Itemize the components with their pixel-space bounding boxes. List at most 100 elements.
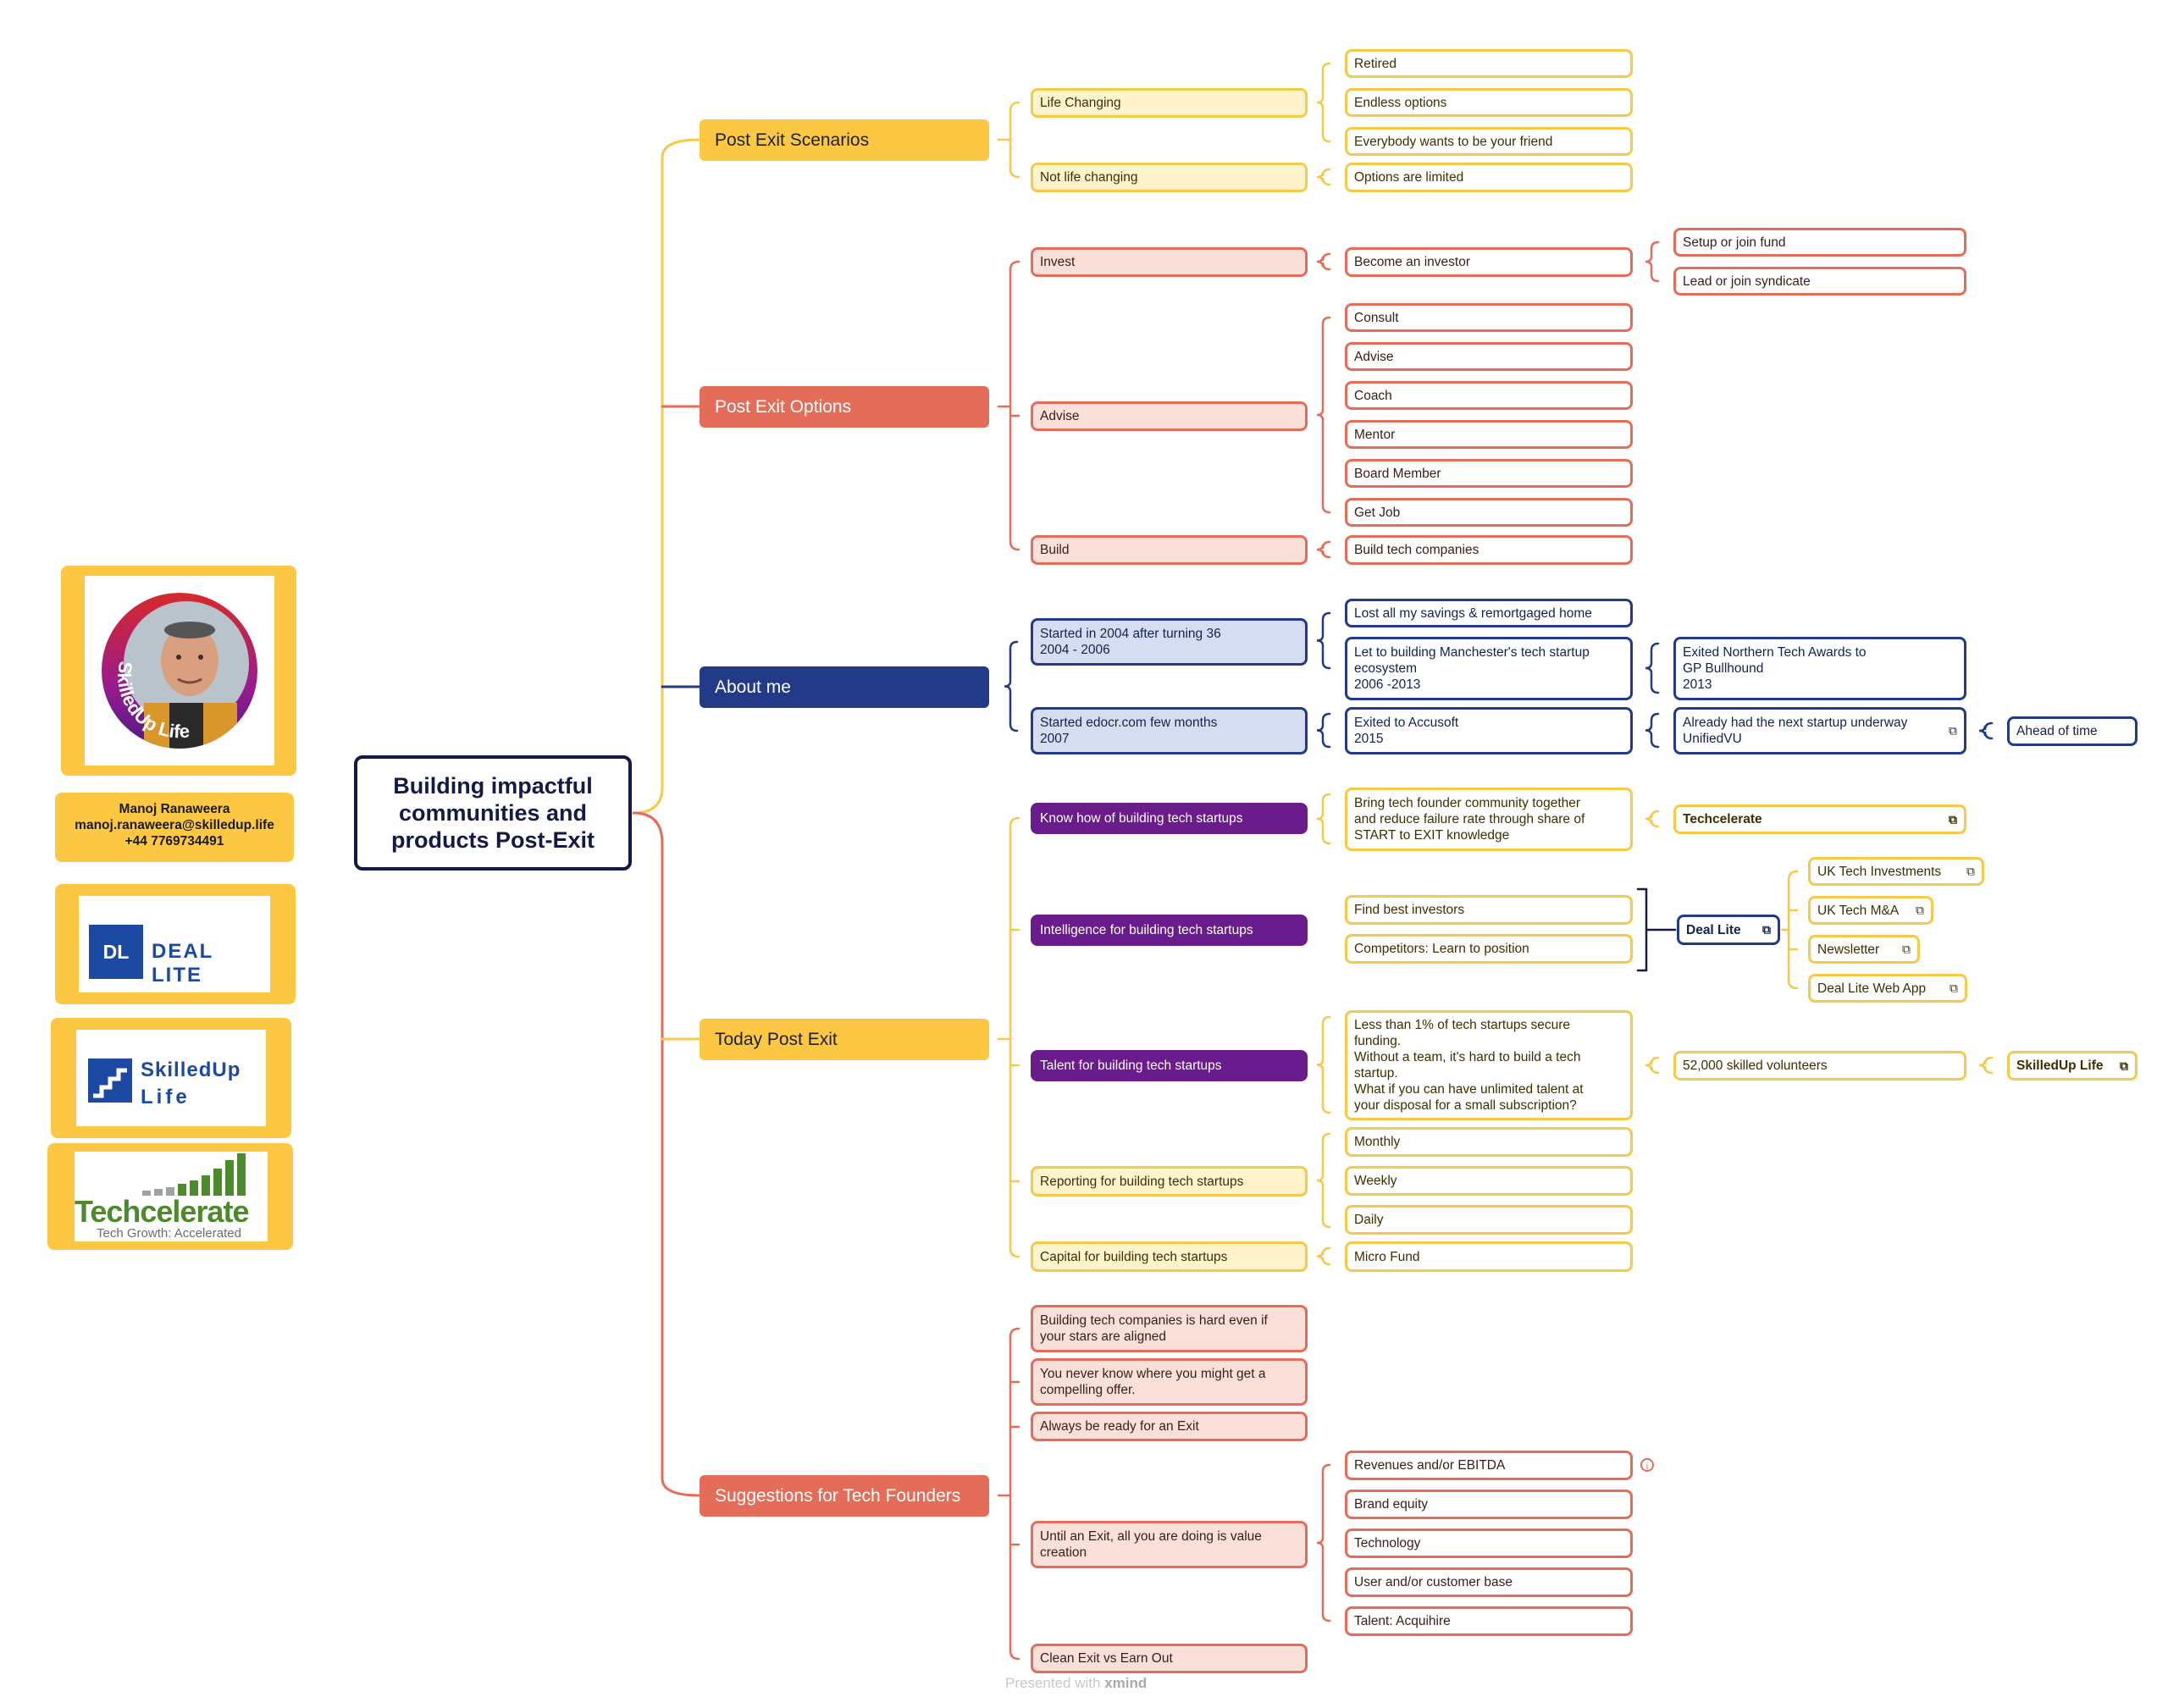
footer-brand: xmind xyxy=(1104,1675,1148,1691)
node-started-in-2004[interactable]: Started in 2004 after turning 36 2004 - … xyxy=(1031,618,1308,666)
node-life-changing[interactable]: Life Changing xyxy=(1031,88,1308,118)
node-reporting[interactable]: Reporting for building tech startups xyxy=(1031,1166,1308,1197)
node-manchester-tech-ecosystem[interactable]: Let to building Manchester's tech startu… xyxy=(1345,637,1633,700)
trunk-upper xyxy=(632,138,701,815)
node-started-edocr[interactable]: Started edocr.com few months 2007 xyxy=(1031,707,1308,755)
node-52000-skilled-volunteers[interactable]: 52,000 skilled volunteers xyxy=(1673,1051,1966,1081)
deal-lite-logo-text: DEAL LITE xyxy=(152,940,213,987)
topic-suggestions-for-tech-founders[interactable]: Suggestions for Tech Founders xyxy=(700,1475,989,1517)
node-talent[interactable]: Talent for building tech startups xyxy=(1031,1050,1308,1081)
node-find-best-investors[interactable]: Find best investors xyxy=(1345,895,1633,925)
node-technology[interactable]: Technology xyxy=(1345,1528,1633,1558)
external-link-icon[interactable]: ⧉ xyxy=(1950,981,1958,995)
node-talent-description[interactable]: Less than 1% of tech startups secure fun… xyxy=(1345,1010,1633,1120)
node-next-startup-unifiedvu[interactable]: Already had the next startup underway Un… xyxy=(1673,707,1966,755)
brace-connector xyxy=(1316,316,1331,514)
external-link-icon[interactable]: ⧉ xyxy=(2120,1059,2128,1072)
node-life-changing-label: Life Changing xyxy=(1040,96,1121,110)
node-techcelerate-link[interactable]: Techcelerate⧉ xyxy=(1673,804,1966,834)
branch-spine xyxy=(1009,260,1020,551)
external-link-icon[interactable]: ⧉ xyxy=(1949,723,1957,738)
node-value-creation[interactable]: Until an Exit, all you are doing is valu… xyxy=(1031,1521,1308,1568)
node-build[interactable]: Build xyxy=(1031,535,1308,565)
external-link-icon[interactable]: ⧉ xyxy=(1949,812,1957,826)
contact-email[interactable]: manoj.ranaweera@skilledup.life xyxy=(75,818,274,832)
node-build-tech-companies-label: Build tech companies xyxy=(1354,543,1479,557)
node-capital-label: Capital for building tech startups xyxy=(1040,1249,1228,1264)
brace-connector xyxy=(1316,1246,1331,1266)
node-advise[interactable]: Advise xyxy=(1031,401,1308,431)
node-user-customer-base-label: User and/or customer base xyxy=(1354,1575,1513,1589)
node-advise-item[interactable]: Advise xyxy=(1345,342,1633,371)
brace-connector xyxy=(1316,1463,1331,1622)
node-intelligence[interactable]: Intelligence for building tech startups xyxy=(1031,915,1308,946)
node-mentor[interactable]: Mentor xyxy=(1345,420,1633,449)
node-everybody-wants-to-be-your-friend[interactable]: Everybody wants to be your friend xyxy=(1345,127,1633,156)
node-deal-lite-web-app[interactable]: Deal Lite Web App⧉ xyxy=(1808,974,1967,1003)
topic-post-exit-scenarios[interactable]: Post Exit Scenarios xyxy=(700,119,989,161)
external-link-icon[interactable]: ⧉ xyxy=(1916,903,1924,917)
brace-connector xyxy=(1316,611,1331,670)
node-endless-options[interactable]: Endless options xyxy=(1345,88,1633,117)
node-compelling-offer[interactable]: You never know where you might get a com… xyxy=(1031,1358,1308,1406)
node-build-tech-companies[interactable]: Build tech companies xyxy=(1345,535,1633,565)
node-deal-lite-link[interactable]: Deal Lite⧉ xyxy=(1677,915,1780,945)
info-icon[interactable]: i xyxy=(1640,1458,1654,1472)
node-become-an-investor[interactable]: Become an investor xyxy=(1345,247,1633,277)
node-user-customer-base[interactable]: User and/or customer base xyxy=(1345,1567,1633,1597)
node-exited-northern-tech-awards[interactable]: Exited Northern Tech Awards to GP Bullho… xyxy=(1673,637,1966,700)
node-know-how[interactable]: Know how of building tech startups xyxy=(1031,803,1308,834)
trunk-lower xyxy=(632,811,701,1497)
node-skilledup-life-link[interactable]: SkilledUp Life⧉ xyxy=(2007,1051,2138,1081)
node-invest[interactable]: Invest xyxy=(1031,247,1308,277)
node-exited-to-accusoft[interactable]: Exited to Accusoft 2015 xyxy=(1345,707,1633,755)
node-weekly[interactable]: Weekly xyxy=(1345,1166,1633,1196)
topic-about-me[interactable]: About me xyxy=(700,666,989,708)
techcelerate-logo-card: Techcelerate Tech Growth: Accelerated xyxy=(47,1143,293,1250)
node-lost-all-my-savings[interactable]: Lost all my savings & remortgaged home xyxy=(1345,599,1633,627)
node-capital[interactable]: Capital for building tech startups xyxy=(1031,1241,1308,1272)
node-invest-label: Invest xyxy=(1040,255,1076,269)
topic-post-exit-options[interactable]: Post Exit Options xyxy=(700,386,989,428)
node-technology-label: Technology xyxy=(1354,1536,1421,1550)
node-revenues-ebitda[interactable]: Revenues and/or EBITDA xyxy=(1345,1451,1633,1480)
external-link-icon[interactable]: ⧉ xyxy=(1762,922,1771,937)
node-competitors[interactable]: Competitors: Learn to position xyxy=(1345,934,1633,964)
node-compelling-offer-label: You never know where you might get a com… xyxy=(1040,1367,1266,1397)
node-board-member[interactable]: Board Member xyxy=(1345,459,1633,488)
techcelerate-logo-text: Techcelerate xyxy=(75,1194,249,1229)
brace-connector xyxy=(1645,810,1660,828)
node-get-job[interactable]: Get Job xyxy=(1345,498,1633,527)
node-be-ready-for-exit-label: Always be ready for an Exit xyxy=(1040,1419,1199,1434)
node-micro-fund[interactable]: Micro Fund xyxy=(1345,1241,1633,1272)
node-exited-to-accusoft-label: Exited to Accusoft 2015 xyxy=(1354,716,1459,746)
node-uk-tech-ma[interactable]: UK Tech M&A⧉ xyxy=(1808,896,1933,925)
node-building-is-hard[interactable]: Building tech companies is hard even if … xyxy=(1031,1305,1308,1352)
central-topic[interactable]: Building impactful communities and produ… xyxy=(354,755,632,871)
node-brand-equity[interactable]: Brand equity xyxy=(1345,1490,1633,1519)
node-talent-acquihire[interactable]: Talent: Acquihire xyxy=(1345,1606,1633,1636)
node-retired[interactable]: Retired xyxy=(1345,49,1633,78)
node-bring-tech-founder-community[interactable]: Bring tech founder community together an… xyxy=(1345,788,1633,851)
node-consult[interactable]: Consult xyxy=(1345,303,1633,332)
node-uk-tech-investments[interactable]: UK Tech Investments⧉ xyxy=(1808,857,1984,886)
node-be-ready-for-exit[interactable]: Always be ready for an Exit xyxy=(1031,1412,1308,1441)
node-daily[interactable]: Daily xyxy=(1345,1205,1633,1235)
footer-credit: Presented with xmind xyxy=(1005,1675,1147,1692)
node-coach[interactable]: Coach xyxy=(1345,381,1633,410)
node-intelligence-label: Intelligence for building tech startups xyxy=(1040,923,1253,937)
node-weekly-label: Weekly xyxy=(1354,1174,1397,1188)
external-link-icon[interactable]: ⧉ xyxy=(1966,864,1975,878)
external-link-icon[interactable]: ⧉ xyxy=(1902,942,1911,956)
node-newsletter[interactable]: Newsletter⧉ xyxy=(1808,935,1920,964)
node-clean-exit-vs-earn-out[interactable]: Clean Exit vs Earn Out xyxy=(1031,1644,1308,1673)
node-ahead-of-time[interactable]: Ahead of time xyxy=(2007,716,2138,746)
node-lead-or-join-syndicate[interactable]: Lead or join syndicate xyxy=(1673,267,1966,296)
footer-prefix: Presented with xyxy=(1005,1675,1101,1691)
node-become-an-investor-label: Become an investor xyxy=(1354,255,1470,269)
topic-today-post-exit[interactable]: Today Post Exit xyxy=(700,1019,989,1060)
node-options-are-limited[interactable]: Options are limited xyxy=(1345,163,1633,192)
node-setup-or-join-fund[interactable]: Setup or join fund xyxy=(1673,228,1966,257)
node-not-life-changing[interactable]: Not life changing xyxy=(1031,163,1308,192)
node-monthly[interactable]: Monthly xyxy=(1345,1127,1633,1157)
